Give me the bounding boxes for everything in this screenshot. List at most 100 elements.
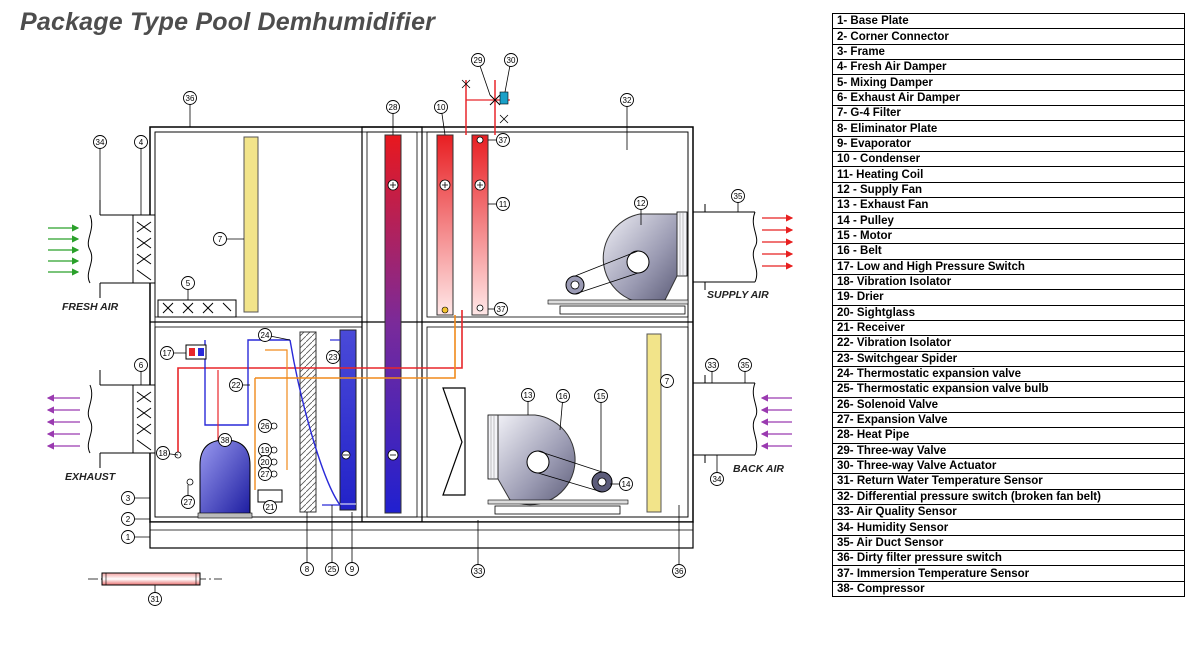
callout-19: 19 bbox=[258, 443, 272, 457]
callout-number: 35 bbox=[741, 361, 750, 370]
legend-item: 37- Immersion Temperature Sensor bbox=[832, 565, 1185, 582]
g4-filter-lower bbox=[646, 333, 662, 513]
callout-29: 29 bbox=[471, 53, 491, 96]
callout-number: 12 bbox=[637, 199, 646, 208]
legend-item: 25- Thermostatic expansion valve bulb bbox=[832, 381, 1185, 398]
callout-number: 37 bbox=[497, 305, 506, 314]
legend-item: 20- Sightglass bbox=[832, 304, 1185, 321]
callout-number: 38 bbox=[221, 436, 230, 445]
legend-item: 14 - Pulley bbox=[832, 212, 1185, 229]
callout-number: 5 bbox=[186, 279, 191, 288]
callout-33: 33 bbox=[471, 520, 485, 578]
callout-number: 24 bbox=[261, 331, 270, 340]
callout-number: 4 bbox=[139, 138, 144, 147]
callout-38: 38 bbox=[218, 433, 232, 447]
callout-11: 11 bbox=[488, 197, 510, 211]
pressure-switch bbox=[185, 344, 207, 360]
refrigerant-valves bbox=[174, 422, 278, 486]
callout-16: 16 bbox=[556, 389, 570, 431]
callout-33: 33 bbox=[705, 358, 719, 383]
callout-number: 32 bbox=[623, 96, 632, 105]
three-way-valve-assembly bbox=[461, 79, 510, 135]
legend-item: 28- Heat Pipe bbox=[832, 427, 1185, 444]
callout-4: 4 bbox=[134, 135, 148, 215]
unit-frame bbox=[149, 126, 694, 523]
compressor bbox=[197, 439, 253, 519]
legend-item: 15 - Motor bbox=[832, 227, 1185, 245]
legend-item: 3- Frame bbox=[832, 43, 1185, 61]
callout-number: 18 bbox=[159, 449, 168, 458]
supply-fan bbox=[547, 211, 689, 315]
supply-air-arrows bbox=[762, 214, 794, 270]
callout-31: 31 bbox=[148, 585, 162, 606]
callout-5: 5 bbox=[181, 276, 195, 300]
legend-item: 22- Vibration Isolator bbox=[832, 335, 1185, 352]
callout-number: 34 bbox=[96, 138, 105, 147]
fresh-air-damper bbox=[100, 214, 156, 284]
legend-item: 27- Expansion Valve bbox=[832, 411, 1185, 429]
callout-25: 25 bbox=[325, 505, 339, 576]
callout-10: 10 bbox=[434, 100, 448, 136]
callout-number: 16 bbox=[559, 392, 568, 401]
condenser-coil bbox=[436, 134, 454, 316]
callout-28: 28 bbox=[386, 100, 400, 135]
callout-number: 1 bbox=[126, 533, 131, 542]
callout-number: 11 bbox=[499, 200, 508, 209]
exhaust-label: EXHAUST bbox=[65, 471, 117, 483]
callout-number: 37 bbox=[499, 136, 508, 145]
callout-number: 26 bbox=[261, 422, 270, 431]
legend-item: 19- Drier bbox=[832, 289, 1185, 306]
callout-number: 33 bbox=[474, 567, 483, 576]
fresh-air-arrows bbox=[48, 224, 80, 276]
exhaust-air-damper bbox=[100, 384, 156, 454]
supply-duct bbox=[693, 204, 758, 290]
fresh-air-duct bbox=[87, 200, 101, 468]
callout-6: 6 bbox=[134, 358, 148, 385]
legend-item: 23- Switchgear Spider bbox=[832, 350, 1185, 367]
callout-24: 24 bbox=[258, 328, 291, 342]
legend-item: 13 - Exhaust Fan bbox=[832, 197, 1185, 214]
legend-item: 2- Corner Connector bbox=[832, 28, 1185, 45]
callout-number: 7 bbox=[218, 235, 223, 244]
legend-item: 5- Mixing Damper bbox=[832, 74, 1185, 91]
callout-number: 20 bbox=[261, 458, 270, 467]
legend-item: 17- Low and High Pressure Switch bbox=[832, 258, 1185, 275]
callout-37: 37 bbox=[488, 302, 508, 316]
evaporator-coil bbox=[339, 329, 357, 511]
callout-34: 34 bbox=[93, 135, 107, 215]
callout-number: 23 bbox=[329, 353, 338, 362]
callout-number: 2 bbox=[126, 515, 131, 524]
callout-26: 26 bbox=[258, 419, 272, 433]
callout-number: 33 bbox=[708, 361, 717, 370]
mixing-damper bbox=[157, 299, 237, 318]
callout-7: 7 bbox=[660, 374, 674, 388]
callout-9: 9 bbox=[345, 512, 359, 576]
legend-item: 36- Dirty filter pressure switch bbox=[832, 550, 1185, 567]
callout-number: 35 bbox=[734, 192, 743, 201]
callout-number: 15 bbox=[597, 392, 606, 401]
callout-number: 10 bbox=[437, 103, 446, 112]
callout-23: 23 bbox=[326, 349, 341, 364]
callout-number: 28 bbox=[389, 103, 398, 112]
callout-number: 6 bbox=[139, 361, 144, 370]
callout-number: 7 bbox=[665, 377, 670, 386]
legend-item: 32- Differential pressure switch (broken… bbox=[832, 488, 1185, 506]
legend-item: 12 - Supply Fan bbox=[832, 181, 1185, 199]
callout-37: 37 bbox=[488, 133, 510, 147]
legend-item: 26- Solenoid Valve bbox=[832, 396, 1185, 413]
callout-35: 35 bbox=[731, 189, 745, 212]
legend-item: 34- Humidity Sensor bbox=[832, 519, 1185, 536]
legend-item: 16 - Belt bbox=[832, 243, 1185, 260]
heating-coil bbox=[471, 134, 489, 316]
diagram-title: Package Type Pool Demhumidifier bbox=[20, 8, 436, 36]
callout-number: 22 bbox=[232, 381, 241, 390]
legend-item: 18- Vibration Isolator bbox=[832, 273, 1185, 291]
callout-27: 27 bbox=[258, 467, 272, 481]
exhaust-fan bbox=[487, 414, 629, 515]
callout-number: 27 bbox=[184, 498, 193, 507]
callout-number: 13 bbox=[524, 391, 533, 400]
callout-number: 8 bbox=[305, 565, 310, 574]
callout-number: 25 bbox=[328, 565, 337, 574]
supply-air-label: SUPPLY AIR bbox=[707, 289, 769, 301]
